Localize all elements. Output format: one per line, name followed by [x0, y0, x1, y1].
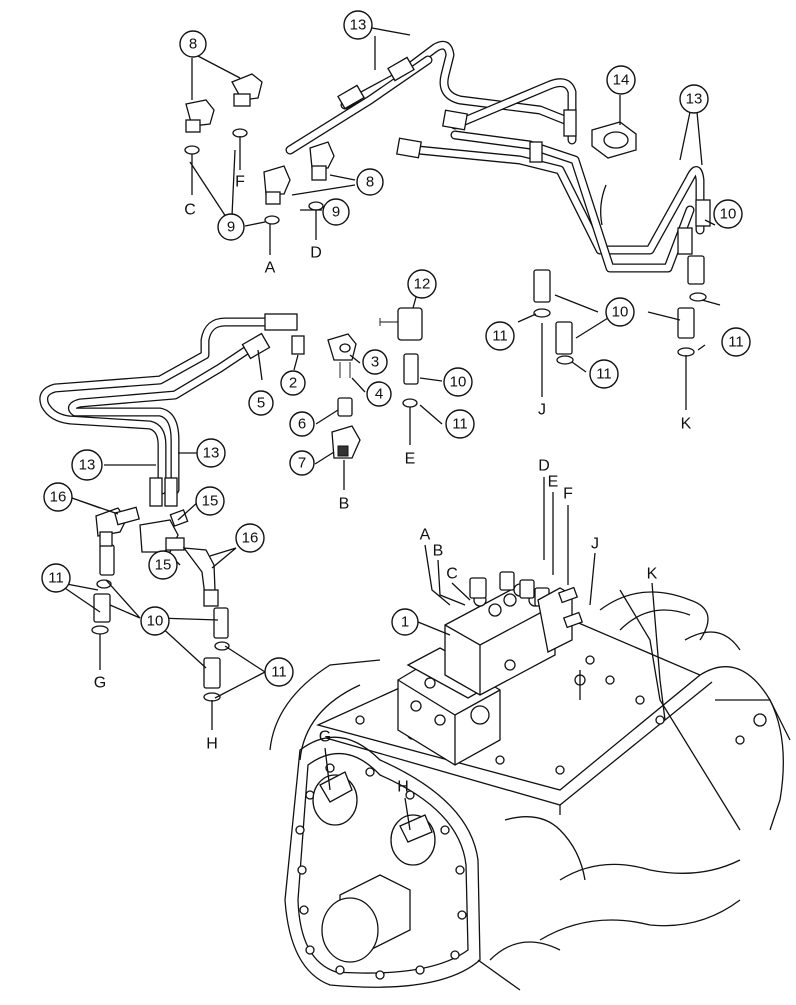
svg-text:11: 11: [48, 570, 64, 587]
callout-11-g: 11: [41, 563, 71, 593]
letter-h-upper: H: [206, 736, 218, 753]
callout-11-h: 11: [264, 657, 294, 687]
svg-text:9: 9: [227, 219, 235, 236]
letter-e-upper: E: [405, 451, 416, 468]
svg-text:11: 11: [728, 334, 744, 351]
svg-text:3: 3: [371, 354, 379, 371]
svg-text:10: 10: [450, 374, 467, 391]
callout-5: 5: [248, 390, 274, 416]
callout-4: 4: [366, 381, 392, 407]
letter-b-upper: B: [339, 496, 350, 513]
svg-text:1: 1: [401, 614, 409, 631]
letter-f-valve: F: [563, 486, 573, 503]
letter-a-upper: A: [265, 260, 276, 277]
letter-c-upper: C: [184, 202, 196, 219]
elbow-fittings-8: [185, 73, 335, 205]
svg-text:10: 10: [720, 206, 737, 223]
callout-11-j-left: 11: [485, 321, 515, 351]
svg-text:6: 6: [298, 416, 306, 433]
o-rings-9: [184, 128, 324, 225]
svg-text:8: 8: [189, 36, 197, 53]
svg-text:14: 14: [613, 72, 630, 89]
callout-15-bottom: 15: [148, 550, 178, 580]
port-letters: C F A D J K E B G H D E F A B C J K G H: [94, 174, 692, 796]
callout-bubbles: 13 8 14 13 9 8 9 10 12 10 11 11 11 3 2 1…: [41, 10, 751, 687]
svg-text:13: 13: [203, 445, 220, 462]
callout-10-gh: 10: [140, 606, 170, 636]
callout-2: 2: [280, 370, 306, 396]
svg-text:15: 15: [155, 557, 172, 574]
svg-text:12: 12: [414, 276, 431, 293]
callout-9-right: 9: [322, 198, 350, 226]
svg-text:13: 13: [686, 91, 703, 108]
svg-text:9: 9: [332, 204, 340, 221]
svg-text:13: 13: [350, 17, 367, 34]
valve-fittings-2-3-4-6-7-12: [291, 307, 423, 459]
callout-12: 12: [407, 269, 437, 299]
svg-text:11: 11: [596, 366, 612, 383]
letter-e-valve: E: [548, 474, 559, 491]
svg-text:2: 2: [289, 375, 297, 392]
callout-16-left: 16: [43, 482, 73, 512]
control-valve-1: [397, 571, 586, 766]
letter-b-valve: B: [433, 543, 444, 560]
callout-10-far-right: 10: [713, 199, 743, 229]
hose-nuts: [149, 56, 711, 507]
callout-9-left: 9: [217, 213, 245, 241]
callout-1: 1: [391, 608, 419, 636]
svg-text:10: 10: [612, 304, 629, 321]
svg-text:15: 15: [202, 493, 219, 510]
letter-k-valve: K: [647, 566, 658, 583]
letter-j-upper: J: [538, 402, 546, 419]
callout-11-right-edge: 11: [721, 327, 751, 357]
callout-8-mid: 8: [356, 168, 384, 196]
o-rings-11: [91, 292, 707, 702]
callout-11-j-right: 11: [589, 359, 619, 389]
letter-j-valve: J: [591, 536, 599, 553]
letter-f-upper: F: [235, 174, 245, 191]
svg-text:11: 11: [271, 664, 287, 681]
callout-13-left-right: 13: [196, 438, 226, 468]
svg-text:16: 16: [50, 489, 67, 506]
leader-lines: [55, 27, 721, 831]
svg-text:7: 7: [298, 455, 306, 472]
svg-text:16: 16: [242, 530, 259, 547]
letter-g-housing: G: [319, 729, 331, 746]
adapter-fittings-10: [93, 255, 705, 689]
letter-h-housing: H: [397, 779, 409, 796]
svg-text:11: 11: [492, 328, 508, 345]
callout-7: 7: [289, 450, 315, 476]
letter-c-valve: C: [446, 566, 458, 583]
svg-text:13: 13: [79, 457, 96, 474]
hydraulic-lines: [39, 40, 705, 495]
callout-13-left: 13: [71, 449, 103, 481]
callout-8-top: 8: [179, 30, 207, 58]
letter-d-upper: D: [310, 245, 322, 262]
callout-10-e: 10: [443, 367, 473, 397]
tee-and-elbow-fittings-15-16: [95, 506, 219, 607]
callout-14: 14: [606, 65, 636, 95]
svg-text:10: 10: [147, 613, 164, 630]
svg-text:5: 5: [257, 395, 265, 412]
callout-11-e: 11: [445, 409, 475, 439]
callout-6: 6: [289, 411, 315, 437]
callout-16-right: 16: [235, 523, 265, 553]
svg-text:11: 11: [452, 416, 468, 433]
letter-d-valve: D: [538, 458, 550, 475]
letter-a-valve: A: [420, 527, 431, 544]
letter-k-upper: K: [681, 416, 692, 433]
svg-text:8: 8: [366, 174, 374, 191]
callout-15-top: 15: [195, 486, 225, 516]
letter-g-upper: G: [94, 675, 106, 692]
svg-text:4: 4: [375, 386, 383, 403]
callout-13-top: 13: [343, 10, 373, 40]
callout-13-right: 13: [679, 84, 709, 114]
clamp-14: [591, 121, 637, 226]
callout-10-mid-right: 10: [605, 297, 635, 327]
callout-3: 3: [362, 349, 388, 375]
